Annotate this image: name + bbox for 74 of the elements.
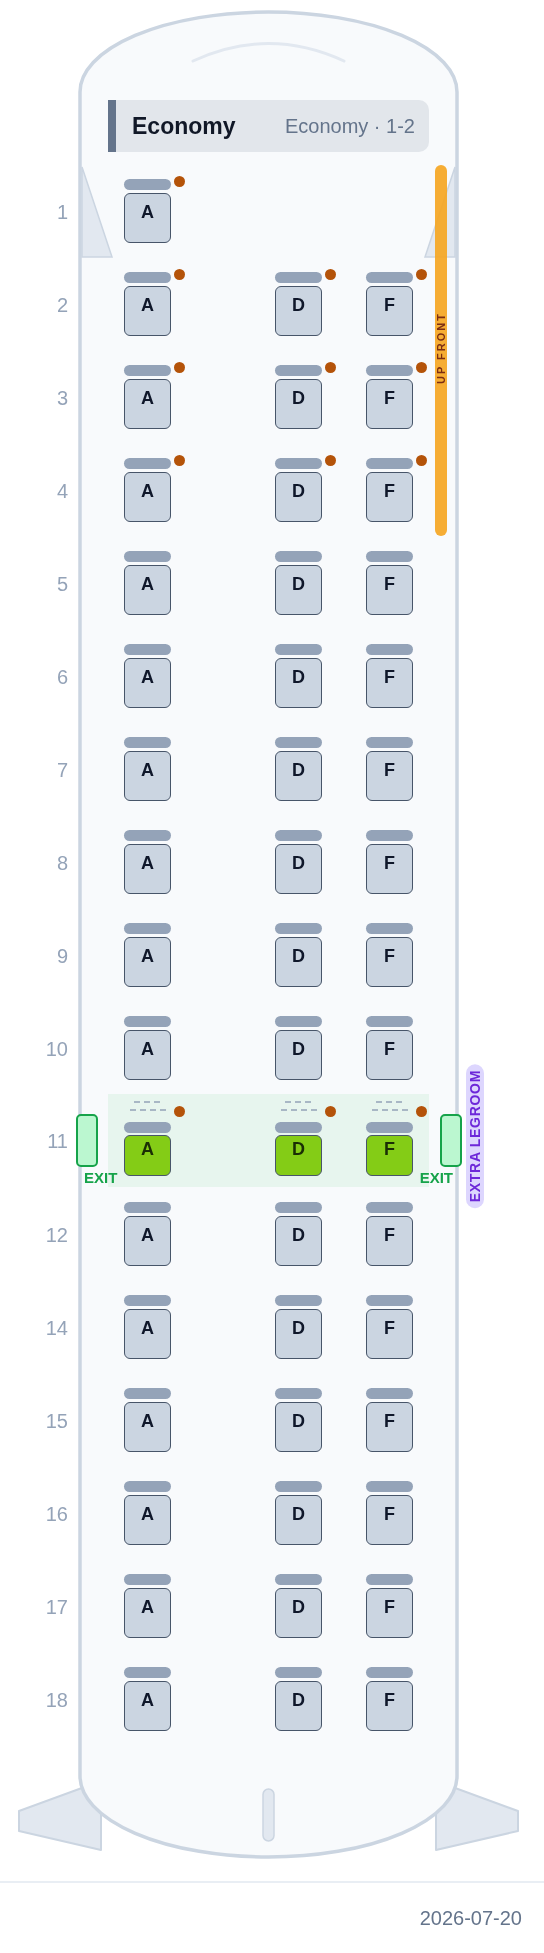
seat: A xyxy=(124,1216,171,1266)
seat: A xyxy=(124,565,171,615)
seat: D xyxy=(275,1135,322,1176)
seat: A xyxy=(124,193,171,243)
seat: A xyxy=(124,1030,171,1080)
row-number: 17 xyxy=(45,1594,68,1619)
row-number: 10 xyxy=(45,1036,68,1061)
seat: D xyxy=(275,286,322,336)
seat: D xyxy=(275,379,322,429)
zone-label: UP FRONT xyxy=(435,312,447,385)
seat: F xyxy=(366,1135,413,1176)
seat: A xyxy=(124,1135,171,1176)
seat: A xyxy=(124,379,171,429)
seat: D xyxy=(275,1495,322,1545)
seat: F xyxy=(366,1402,413,1452)
row-number: 7 xyxy=(56,757,68,782)
row-number: 18 xyxy=(45,1687,68,1712)
cabin-title: Economy xyxy=(132,112,236,140)
row-number: 1 xyxy=(56,199,68,224)
seat: F xyxy=(366,1216,413,1266)
row-number: 8 xyxy=(56,850,68,875)
row-number: 9 xyxy=(56,943,68,968)
row-number: 11 xyxy=(47,1129,68,1153)
seat: A xyxy=(124,658,171,708)
date-text: 2026-07-20 xyxy=(419,1906,522,1930)
seat: D xyxy=(275,565,322,615)
exit-label: EXIT xyxy=(419,1169,453,1186)
zone-tag: EXTRA LEGROOM xyxy=(466,1064,484,1209)
seat: A xyxy=(124,844,171,894)
seat: A xyxy=(124,1588,171,1638)
seat: F xyxy=(366,844,413,894)
seat: D xyxy=(275,1030,322,1080)
row-number: 4 xyxy=(56,478,68,503)
seat: D xyxy=(275,751,322,801)
seat: D xyxy=(275,1402,322,1452)
seat: D xyxy=(275,1309,322,1359)
seat: F xyxy=(366,1681,413,1731)
row-number: 16 xyxy=(45,1501,68,1526)
seat: D xyxy=(275,937,322,987)
exit-label: EXIT xyxy=(84,1169,118,1186)
seat: F xyxy=(366,658,413,708)
seat: A xyxy=(124,1309,171,1359)
seat: D xyxy=(275,1216,322,1266)
seat: A xyxy=(124,472,171,522)
seat: F xyxy=(366,937,413,987)
seat: F xyxy=(366,1588,413,1638)
seat: A xyxy=(124,751,171,801)
seat: F xyxy=(366,1495,413,1545)
seat: F xyxy=(366,286,413,336)
seat: A xyxy=(124,937,171,987)
seat: A xyxy=(124,1681,171,1731)
cabin-subtitle: Economy · 1-2 xyxy=(284,114,415,138)
row-number: 6 xyxy=(56,664,68,689)
seat: D xyxy=(275,1588,322,1638)
row-number: 12 xyxy=(45,1222,68,1247)
seat: A xyxy=(124,286,171,336)
seat: F xyxy=(366,1030,413,1080)
seat: D xyxy=(275,658,322,708)
seat: F xyxy=(366,751,413,801)
seat: D xyxy=(275,472,322,522)
seat: F xyxy=(366,472,413,522)
cabin-header xyxy=(108,100,429,152)
seat: D xyxy=(275,844,322,894)
row-number: 14 xyxy=(45,1315,68,1340)
row-number: 15 xyxy=(45,1408,68,1433)
seat: A xyxy=(124,1402,171,1452)
seat: D xyxy=(275,1681,322,1731)
seat: A xyxy=(124,1495,171,1545)
seat: F xyxy=(366,1309,413,1359)
row-number: 2 xyxy=(56,292,68,317)
row-number: 5 xyxy=(56,571,68,596)
row-number: 3 xyxy=(56,385,68,410)
seat: F xyxy=(366,379,413,429)
seat: F xyxy=(366,565,413,615)
